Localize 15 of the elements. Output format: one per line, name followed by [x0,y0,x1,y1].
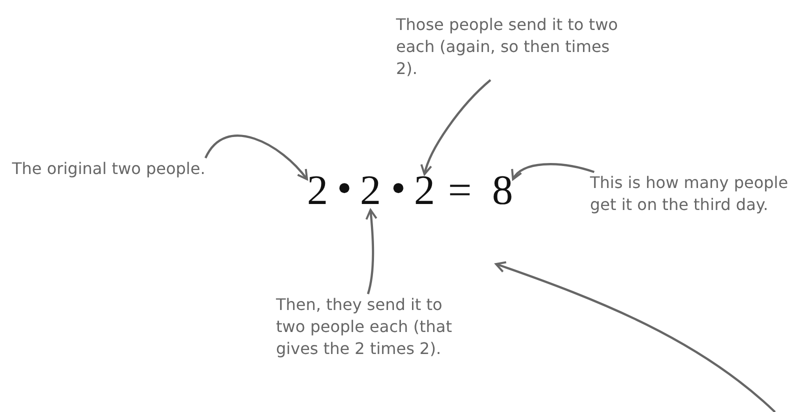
curved-arrow [421,79,492,176]
equation-term: 2 [360,170,381,212]
curved-arrow [512,163,595,180]
annotation-text: Those people send it to two each (again, so then times 2). [396,14,621,80]
math-operator: • [391,168,406,210]
annotation-text: This is how many people get it on the third day. [590,172,800,216]
curved-arrow [365,208,378,294]
annotation-text: Then, they send it to two people each (that gives the 2 times 2). [276,294,476,360]
equation-term: 8 [492,170,513,212]
annotation-text: The original two people. [12,158,237,180]
equation-term: 2 [414,170,435,212]
math-operator: • [337,168,352,210]
equation-term: 2 [307,170,328,212]
curved-arrow [204,134,308,180]
math-operator: = [448,170,472,212]
